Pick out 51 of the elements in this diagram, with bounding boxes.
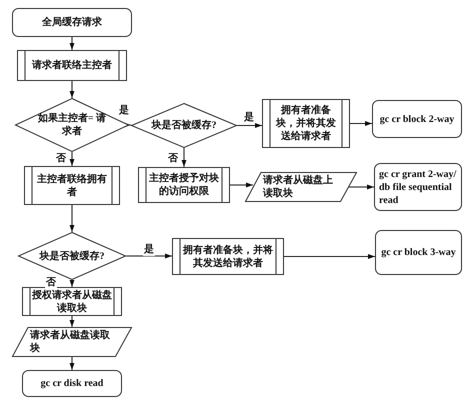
node-label: 请求者联络主控者	[32, 59, 112, 72]
edge-label: 否	[167, 153, 179, 165]
node-label: 请求者从磁盘上读取块	[263, 174, 334, 200]
arrow	[124, 122, 132, 128]
terminal-box	[375, 230, 462, 275]
data-parallelogram	[12, 327, 132, 357]
arrow	[348, 184, 374, 190]
arrow	[126, 254, 172, 258]
terminal-box	[372, 100, 462, 138]
arrow	[70, 316, 74, 328]
process-box	[138, 167, 230, 203]
node-label: 块是否被缓存?	[152, 119, 216, 132]
node-label: 全局缓存请求	[42, 16, 102, 29]
terminal-box	[12, 8, 132, 37]
decision-diamond	[131, 103, 237, 148]
node-label: 主控者联络拥有者	[36, 172, 108, 198]
terminal-box	[22, 370, 122, 397]
node-label: gc cr block 3-way	[381, 246, 456, 259]
edge-label: 是	[143, 244, 155, 256]
process-box	[17, 50, 127, 81]
edge-label: 是	[118, 105, 130, 117]
arrow	[70, 280, 74, 288]
arrow	[284, 254, 376, 259]
arrow	[236, 123, 262, 128]
edge-label: 否	[45, 277, 57, 289]
process-box	[22, 287, 122, 316]
arrow	[230, 182, 254, 188]
arrow	[182, 148, 186, 168]
node-label: 请求者从磁盘读取块	[30, 329, 111, 355]
process-box	[172, 238, 284, 275]
process-box	[24, 166, 120, 205]
arrow	[70, 80, 74, 98]
arrow	[70, 36, 74, 50]
arrow	[70, 204, 74, 232]
node-label: gc cr grant 2-way/ db file sequential read	[379, 168, 457, 206]
node-label: 拥有者准备块，并将其发送给请求者	[274, 104, 337, 143]
arrow	[70, 152, 74, 166]
node-label: 拥有者准备块，并将其发送给请求者	[182, 244, 274, 270]
node-label: gc cr disk read	[40, 377, 104, 390]
node-label: 主控者授予对块的访问权限	[148, 172, 220, 198]
process-box	[262, 99, 350, 148]
arrow	[350, 121, 372, 126]
node-label: gc cr block 2-way	[380, 112, 454, 126]
node-label: 如果主控者= 请求者	[36, 112, 108, 138]
edge-label: 是	[243, 112, 255, 124]
data-parallelogram	[245, 172, 357, 202]
node-label: 块是否被缓存?	[40, 250, 104, 262]
decision-diamond	[15, 98, 129, 152]
node-label: 授权请求者从磁盘读取块	[32, 288, 112, 314]
edge-label: 否	[55, 153, 67, 165]
arrow	[70, 356, 74, 370]
